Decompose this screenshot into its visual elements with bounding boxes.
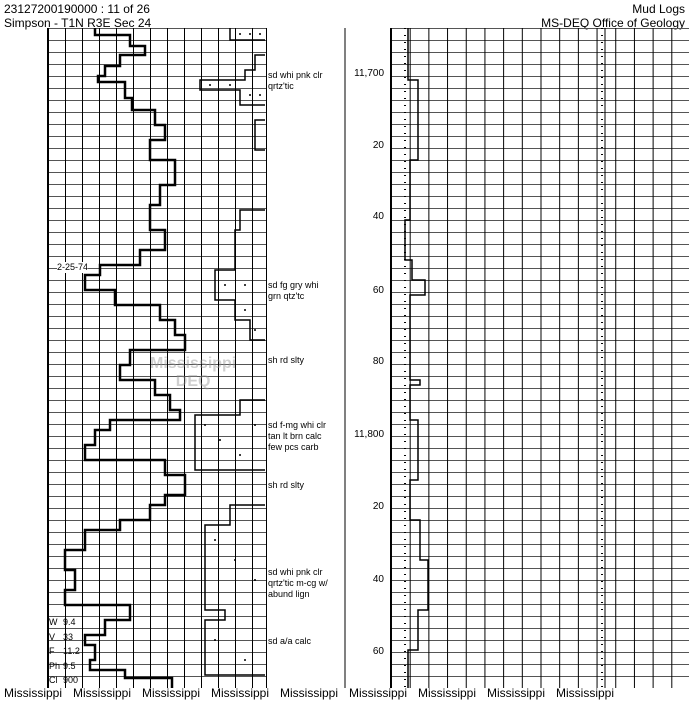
- depth-label: 40: [372, 211, 384, 222]
- watermark-line: DEQ: [175, 373, 211, 390]
- footer-watermark: Mississippi: [73, 686, 132, 700]
- gas-curve: [404, 28, 429, 688]
- depth-label: 11,800: [354, 429, 384, 440]
- date-marker: 2-25-74: [57, 262, 89, 273]
- footer-watermark: Mississippi: [142, 686, 201, 700]
- agency-name: MS-DEQ Office of Geology: [541, 16, 685, 30]
- depth-label: 40: [372, 574, 384, 585]
- footer-watermark: Mississippi: [556, 686, 615, 700]
- document-id: 23127200190000 : 11 of 26: [4, 2, 150, 16]
- footer-watermark: Mississippi: [211, 686, 270, 700]
- lithology-note: sh rd slty: [268, 355, 305, 366]
- depth-label: 20: [372, 140, 384, 151]
- depth-label: 11,700: [354, 68, 384, 79]
- drill-rate-curve: [63, 28, 187, 688]
- lithology-note: sh rd slty: [268, 480, 305, 491]
- footer-watermark: Mississippi: [280, 686, 339, 700]
- depth-label: 60: [372, 646, 384, 657]
- sand-percent-outline: [194, 28, 265, 676]
- footer-watermark: Mississippi: [418, 686, 477, 700]
- lithology-note: sd a/a calc: [268, 636, 312, 647]
- lithology-track-grid: [47, 28, 267, 688]
- sand-dots: [204, 33, 261, 661]
- well-location: Simpson - T1N R3E Sec 24: [4, 16, 152, 30]
- footer-watermark: Mississippi: [487, 686, 546, 700]
- depth-label: 60: [372, 285, 384, 296]
- depth-label: 20: [372, 501, 384, 512]
- document-category: Mud Logs: [632, 2, 685, 16]
- footer-watermark: Mississippi: [349, 686, 408, 700]
- gas-track-grid: [390, 28, 689, 688]
- watermark-line: Mississippi: [150, 355, 237, 372]
- depth-label: 80: [372, 356, 384, 367]
- footer-watermark: Mississippi: [4, 686, 63, 700]
